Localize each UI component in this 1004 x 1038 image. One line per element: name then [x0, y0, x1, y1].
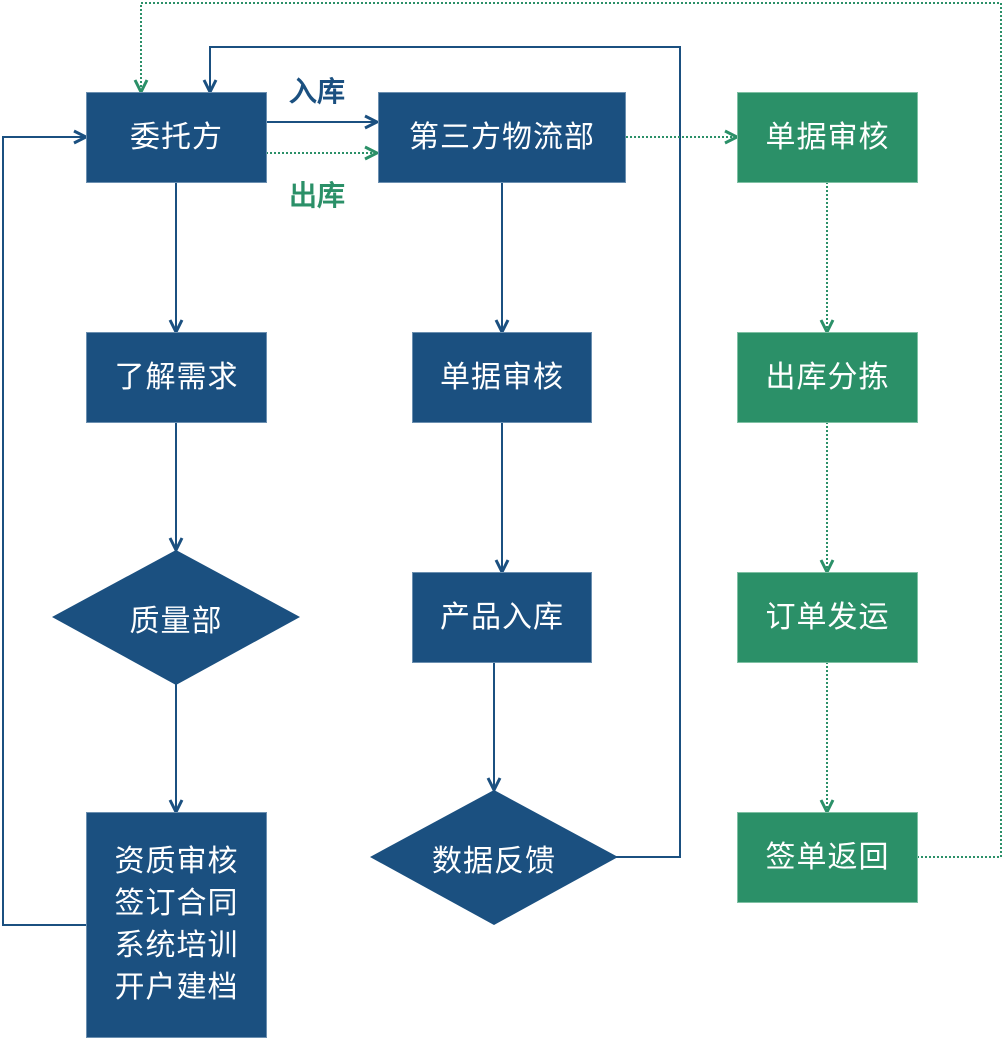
node-client-label: 委托方 — [130, 119, 223, 155]
node-third-party-logistics[interactable]: 第三方物流部 — [378, 92, 626, 183]
node-feedback-label: 数据反馈 — [432, 843, 556, 879]
node-outbound-doc-review[interactable]: 单据审核 — [737, 92, 918, 183]
node-quality-dept[interactable]: 质量部 — [52, 550, 300, 685]
edge-feedback-to-client — [210, 46, 681, 858]
node-product-inbound-label: 产品入库 — [440, 599, 564, 635]
node-inbound-doc-review[interactable]: 单据审核 — [412, 332, 592, 423]
node-qualification[interactable]: 资质审核 签订合同 系统培训 开户建档 — [86, 812, 267, 1038]
node-quality-label: 质量部 — [129, 603, 223, 639]
outbound-edge-label: 出库 — [289, 179, 346, 212]
node-return-label: 签单返回 — [765, 839, 890, 875]
qualification-line: 系统培训 — [114, 928, 239, 963]
edge-return-to-client — [141, 2, 1002, 858]
node-understand-needs[interactable]: 了解需求 — [86, 332, 267, 423]
node-outbound-picking[interactable]: 出库分拣 — [737, 332, 918, 423]
inbound-edge-label: 入库 — [289, 75, 346, 108]
qualification-line: 开户建档 — [114, 970, 239, 1005]
qualification-line: 资质审核 — [114, 844, 239, 879]
node-needs-label: 了解需求 — [114, 359, 239, 395]
node-shipping-label: 订单发运 — [765, 599, 890, 635]
node-data-feedback[interactable]: 数据反馈 — [370, 790, 618, 925]
node-product-inbound[interactable]: 产品入库 — [412, 572, 592, 663]
node-inbound-review-label: 单据审核 — [440, 359, 564, 395]
node-signed-return[interactable]: 签单返回 — [737, 812, 918, 903]
edge-qualification-to-client — [2, 137, 86, 926]
node-order-shipping[interactable]: 订单发运 — [737, 572, 918, 663]
node-outbound-review-label: 单据审核 — [765, 119, 890, 155]
node-picking-label: 出库分拣 — [765, 359, 890, 395]
node-client[interactable]: 委托方 — [86, 92, 267, 183]
node-3pl-label: 第三方物流部 — [409, 119, 595, 155]
qualification-line: 签订合同 — [114, 886, 239, 921]
